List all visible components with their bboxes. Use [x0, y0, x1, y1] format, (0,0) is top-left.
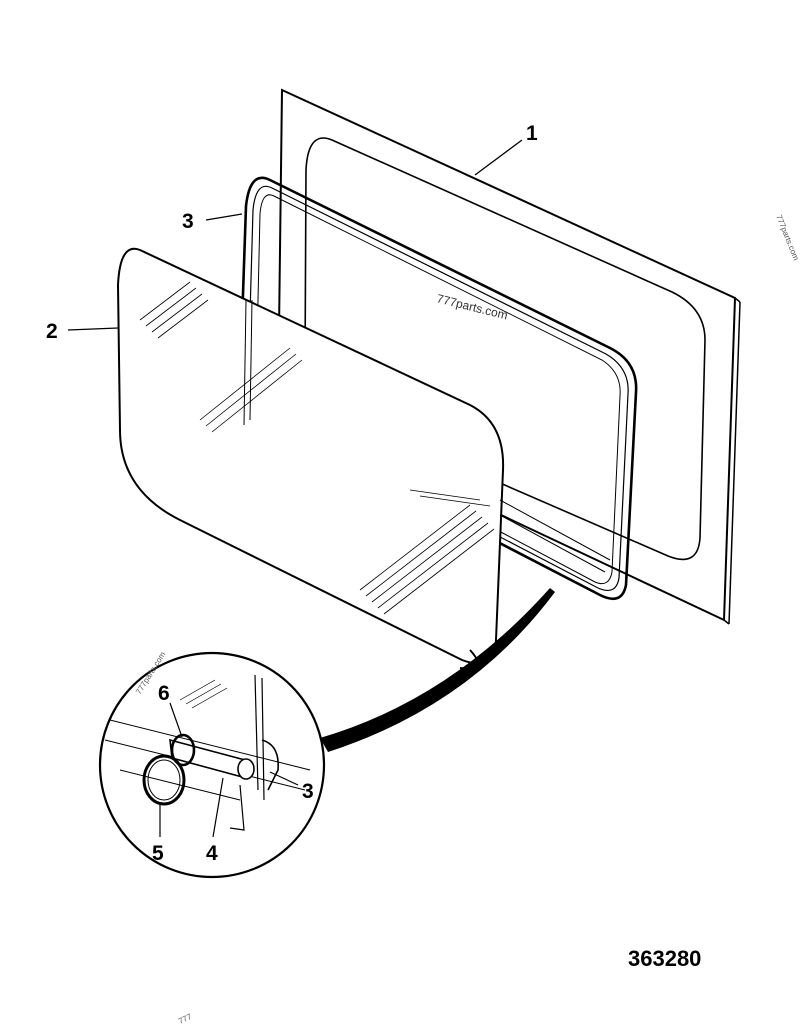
frame-part — [276, 88, 741, 625]
callout-frame: 1 — [526, 122, 538, 145]
callout-seal: 3 — [182, 210, 194, 233]
watermark-right-edge: 777parts.com — [774, 213, 800, 262]
large-ring-icon — [142, 754, 186, 806]
small-ring-icon — [170, 733, 196, 767]
detail-view — [98, 651, 326, 879]
glass-part — [116, 247, 611, 665]
detail-leader — [320, 588, 555, 752]
seal-part — [238, 176, 638, 601]
callout-glass: 2 — [46, 320, 58, 343]
glass-reflection-hatching — [139, 281, 495, 615]
watermark-bottom: 777 — [177, 1012, 193, 1026]
callout-detail-strip: 4 — [206, 842, 218, 865]
callout-detail-ring-small: 6 — [158, 682, 170, 705]
callout-detail-seal: 3 — [302, 780, 314, 803]
drawing-number: 363280 — [628, 946, 701, 971]
callout-detail-ring-large: 5 — [152, 842, 164, 865]
leader-lines — [67, 139, 523, 331]
